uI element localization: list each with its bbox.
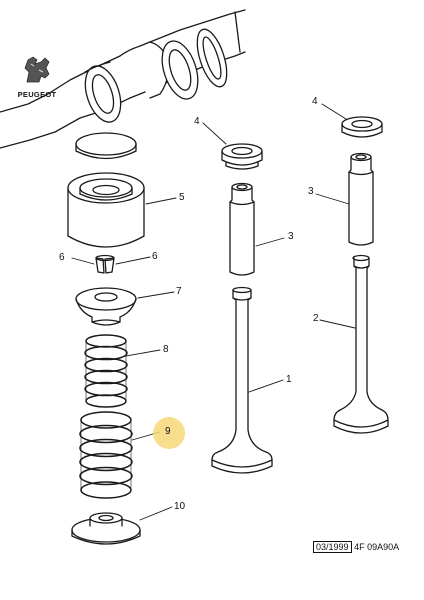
- callout-1: 1: [286, 374, 292, 385]
- callout-3-right: 3: [308, 186, 314, 197]
- peugeot-lion-icon: [24, 56, 50, 83]
- callout-5: 5: [179, 192, 185, 203]
- callout-4-right: 4: [312, 96, 318, 107]
- valve-left: [211, 286, 273, 474]
- callout-10: 10: [174, 501, 186, 512]
- callout-6-right: 6: [152, 251, 158, 262]
- outer-valve-spring: [79, 411, 133, 499]
- inner-valve-spring: [84, 334, 128, 408]
- tappet-bucket: [67, 172, 145, 248]
- leader-lines: [71, 103, 356, 521]
- valve-stem-seal-left: [221, 143, 263, 170]
- spring-retainer: [75, 287, 137, 326]
- footer-date: 03/1999: [313, 541, 352, 553]
- valve-guide-left: [229, 182, 255, 276]
- callout-8: 8: [163, 344, 169, 355]
- callout-4-left: 4: [194, 116, 200, 127]
- footer-reference: 4F 09A90A: [354, 542, 400, 552]
- camshaft: [0, 9, 246, 149]
- brand-block: PEUGEOT: [4, 54, 70, 99]
- callout-3-left: 3: [288, 231, 294, 242]
- valve-collets: [95, 254, 115, 274]
- valve-stem-seal-right: [341, 116, 383, 138]
- callout-9: 9: [165, 426, 171, 437]
- spring-seat: [71, 512, 141, 545]
- highlight-marker: [153, 417, 185, 449]
- callout-2: 2: [313, 313, 319, 324]
- shim: [75, 132, 137, 160]
- valve-right: [333, 254, 389, 434]
- brand-name: PEUGEOT: [17, 90, 57, 99]
- footer-stamp: 03/1999 4F 09A90A: [313, 541, 400, 553]
- callout-7: 7: [176, 286, 182, 297]
- callout-6-left: 6: [59, 252, 65, 263]
- valve-guide-right: [348, 152, 374, 246]
